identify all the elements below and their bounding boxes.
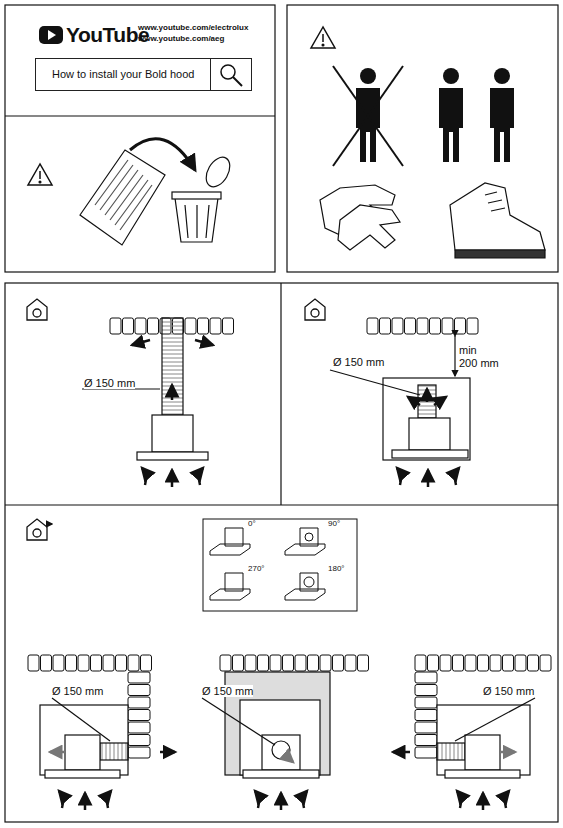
search-text: How to install your Bold hood — [52, 68, 194, 80]
brick — [415, 655, 426, 671]
brick — [415, 710, 437, 721]
brick — [295, 655, 306, 671]
dimension: Ø 150 mm — [333, 356, 384, 368]
brick — [198, 318, 209, 334]
brick — [320, 655, 331, 671]
brick — [123, 318, 134, 334]
dimension: Ø 150 mm — [84, 377, 135, 389]
brick — [128, 697, 150, 708]
brick — [415, 722, 437, 733]
brick — [283, 655, 294, 671]
brick — [148, 318, 159, 334]
brick — [540, 655, 551, 671]
brick — [66, 655, 77, 671]
brick — [528, 655, 539, 671]
brick — [220, 655, 231, 671]
magnifier-icon — [210, 59, 251, 90]
brick — [41, 655, 52, 671]
dimension: Ø 150 mm — [202, 685, 253, 697]
brick — [415, 672, 437, 683]
brick — [367, 318, 378, 334]
dimension: Ø 150 mm — [483, 685, 534, 697]
brick — [128, 655, 139, 671]
brick — [415, 685, 437, 696]
brick — [135, 318, 146, 334]
brick — [415, 735, 437, 746]
brick — [428, 655, 439, 671]
dimension: Ø 150 mm — [52, 685, 103, 697]
brick — [415, 747, 437, 758]
brick — [442, 318, 453, 334]
brick — [233, 655, 244, 671]
brick — [465, 655, 476, 671]
url-text: www.youtube.com/aeg — [138, 35, 224, 44]
brick — [116, 655, 127, 671]
brick — [128, 685, 150, 696]
brick — [333, 655, 344, 671]
brick — [490, 655, 501, 671]
brick — [358, 655, 369, 671]
logo-text: YouTube — [66, 23, 149, 46]
brick — [128, 747, 150, 758]
brick — [308, 655, 319, 671]
angle: 270° — [248, 565, 265, 574]
brick — [91, 655, 102, 671]
brick — [128, 735, 150, 746]
brick — [453, 655, 464, 671]
angle: 180° — [328, 565, 345, 574]
brick — [128, 722, 150, 733]
brick — [110, 318, 121, 334]
brick — [515, 655, 526, 671]
brick — [53, 655, 64, 671]
angle: 0° — [248, 520, 256, 529]
brick — [270, 655, 281, 671]
brick — [258, 655, 269, 671]
brick — [380, 318, 391, 334]
brick — [128, 672, 150, 683]
brick — [417, 318, 428, 334]
brick — [503, 655, 514, 671]
brick — [128, 710, 150, 721]
brick — [245, 655, 256, 671]
brick — [430, 318, 441, 334]
brick — [103, 655, 114, 671]
brick — [478, 655, 489, 671]
brick — [28, 655, 39, 671]
brick — [185, 318, 196, 334]
dimension: 200 mm — [459, 357, 499, 369]
brick — [223, 318, 234, 334]
brick — [78, 655, 89, 671]
angle: 90° — [328, 520, 340, 529]
brick — [392, 318, 403, 334]
search-box: How to install your Bold hood — [35, 58, 252, 91]
brick — [455, 318, 466, 334]
dimension: min — [459, 344, 477, 356]
brick — [415, 697, 437, 708]
brick — [440, 655, 451, 671]
brick — [210, 318, 221, 334]
brick — [141, 655, 152, 671]
brick — [345, 655, 356, 671]
brick — [405, 318, 416, 334]
url-text: www.youtube.com/electrolux — [138, 24, 248, 33]
brick — [467, 318, 478, 334]
